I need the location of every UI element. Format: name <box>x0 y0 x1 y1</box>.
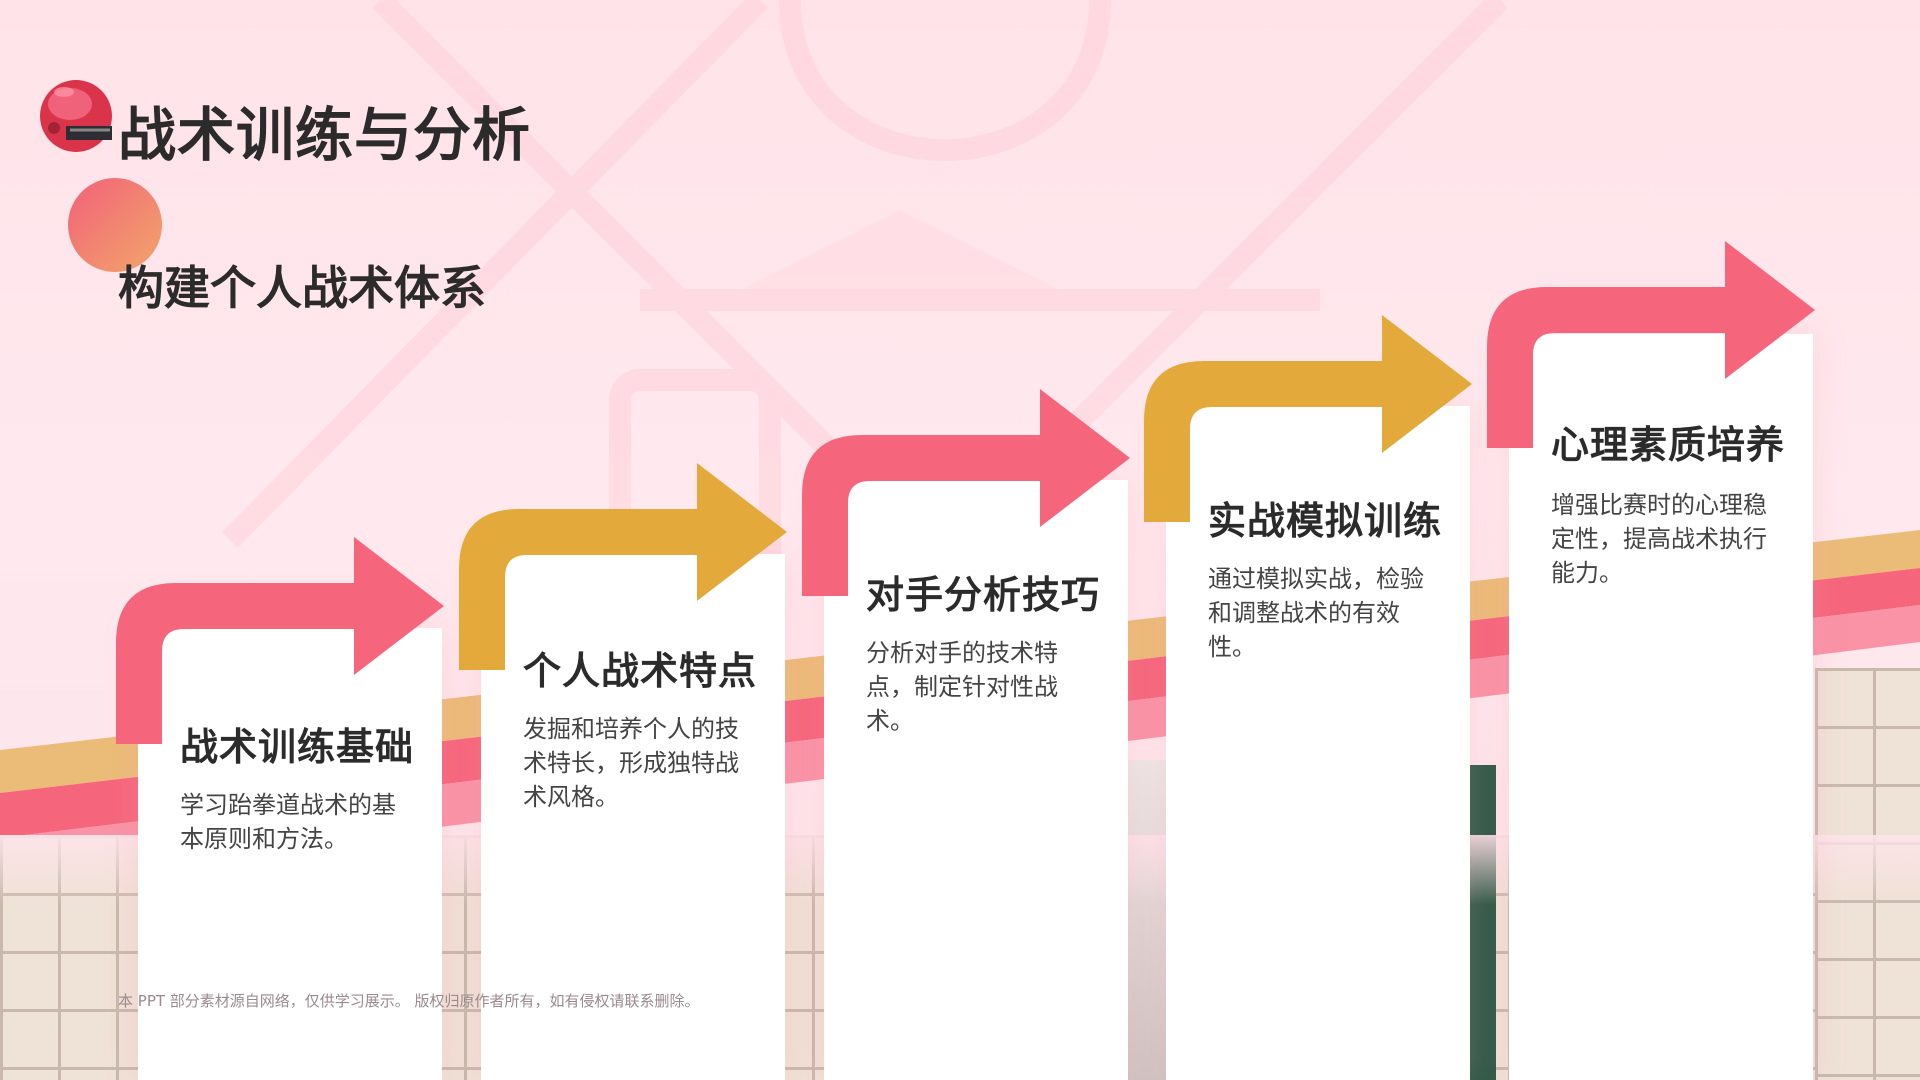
decorative-circle <box>68 178 162 272</box>
arrow-step-5 <box>1487 241 1815 448</box>
step-card-3: 对手分析技巧 分析对手的技术特点，制定针对性战术。 <box>824 480 1128 1080</box>
step-desc: 发掘和培养个人的技术特长，形成独特战术风格。 <box>523 715 739 811</box>
page-title: 战术训练与分析 <box>118 101 532 169</box>
step-title: 个人战术特点 <box>523 649 758 693</box>
arrow-step-2 <box>459 463 787 670</box>
step-desc: 分析对手的技术特点，制定针对性战术。 <box>866 639 1058 735</box>
step-desc: 通过模拟实战，检验和调整战术的有效性。 <box>1208 565 1424 661</box>
photo-athlete <box>1128 760 1168 1080</box>
step-card-4: 实战模拟训练 通过模拟实战，检验和调整战术的有效性。 <box>1166 406 1470 1080</box>
step-desc: 学习跆拳道战术的基本原则和方法。 <box>180 791 396 853</box>
helmet-icon <box>40 80 112 152</box>
step-card-5: 心理素质培养 增强比赛时的心理稳定性，提高战术执行能力。 <box>1509 334 1813 1080</box>
step-title: 心理素质培养 <box>1551 423 1786 467</box>
footer-disclaimer: 本 PPT 部分素材源自网络，仅供学习展示。 版权归原作者所有，如有侵权请联系删… <box>118 992 700 1010</box>
step-title: 战术训练基础 <box>180 725 415 769</box>
step-title: 实战模拟训练 <box>1208 499 1443 543</box>
page-subtitle: 构建个人战术体系 <box>118 261 486 315</box>
step-card-1: 战术训练基础 学习跆拳道战术的基本原则和方法。 <box>138 628 442 1080</box>
arrow-step-3 <box>802 389 1130 596</box>
step-title: 对手分析技巧 <box>866 573 1101 617</box>
step-card-2: 个人战术特点 发掘和培养个人的技术特长，形成独特战术风格。 <box>481 554 785 1080</box>
arrow-step-1 <box>116 537 444 744</box>
step-desc: 增强比赛时的心理稳定性，提高战术执行能力。 <box>1551 491 1767 587</box>
arrow-step-4 <box>1144 315 1472 522</box>
photo-pole <box>1470 765 1496 1080</box>
